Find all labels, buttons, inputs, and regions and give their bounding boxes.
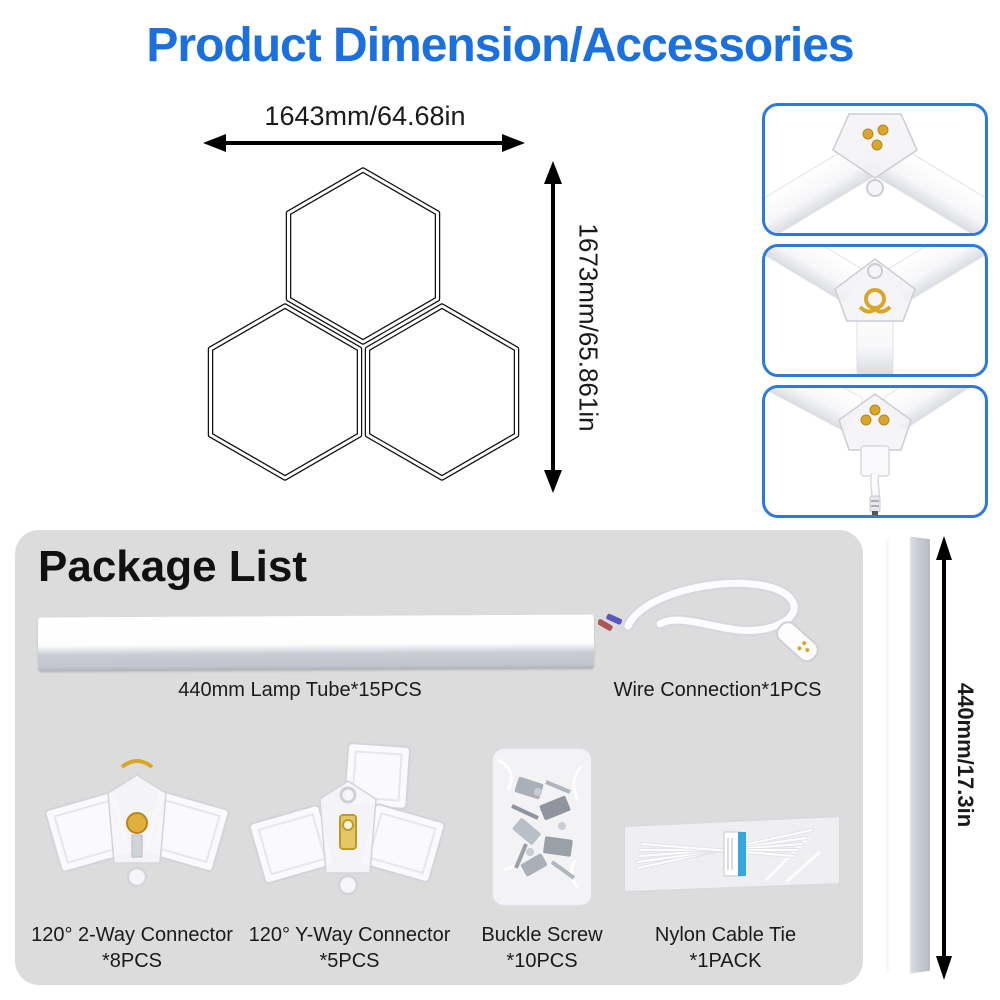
two-way-connector-image — [44, 759, 230, 888]
hexagon-dimension-diagram — [203, 134, 562, 493]
buckle-screw-label: Buckle Screw*10PCS — [481, 924, 603, 972]
buckle-screw-image — [491, 747, 593, 907]
wire-connection-label: Wire Connection*1PCS — [613, 679, 822, 701]
y-way-connector-image — [248, 742, 446, 896]
y-way-connector-label: 120° Y-Way Connector*5PCS — [248, 924, 451, 972]
photo-yway-connector-closeup — [762, 244, 988, 377]
photo-connector-with-wire-closeup — [762, 385, 988, 518]
hexagon-bottom-left — [207, 303, 363, 481]
wire-plug — [775, 621, 819, 663]
photo-2way-corner-closeup — [762, 103, 988, 236]
lamp-tube-label: 440mm Lamp Tube*15PCS — [178, 679, 422, 701]
hexagon-bottom-right — [364, 303, 520, 481]
vertical-double-arrow-icon — [544, 161, 562, 493]
hexagon-top — [285, 167, 441, 345]
gold-contacts — [860, 404, 890, 426]
package-list-heading: Package List — [38, 542, 308, 591]
page-title: Product Dimension/Accessories — [146, 19, 854, 72]
screws-and-clips — [511, 776, 576, 880]
lamp-tube-image — [37, 614, 595, 672]
nylon-cable-tie-label: Nylon Cable Tie*1PACK — [654, 924, 797, 972]
height-dimension-label: 1673mm/65.861in — [573, 223, 604, 432]
two-way-connector-label: 120° 2-Way Connector*8PCS — [31, 924, 233, 972]
mounting-ear — [867, 263, 883, 279]
mounting-ear — [866, 179, 884, 197]
horizontal-double-arrow-icon — [203, 134, 525, 152]
tube-length-label: 440mm/17.3in — [953, 682, 978, 828]
vertical-lamp-tube-image — [886, 534, 930, 976]
width-dimension-label: 1643mm/64.68in — [264, 101, 466, 131]
gold-contacts — [858, 288, 892, 314]
nylon-cable-tie-image — [623, 814, 841, 894]
package-list-panel — [15, 530, 863, 985]
bag-label — [723, 831, 746, 877]
wire-connection-image — [598, 577, 819, 663]
power-wire — [869, 473, 881, 515]
tube-length-arrow-icon — [936, 536, 952, 980]
gold-contacts — [862, 124, 889, 151]
